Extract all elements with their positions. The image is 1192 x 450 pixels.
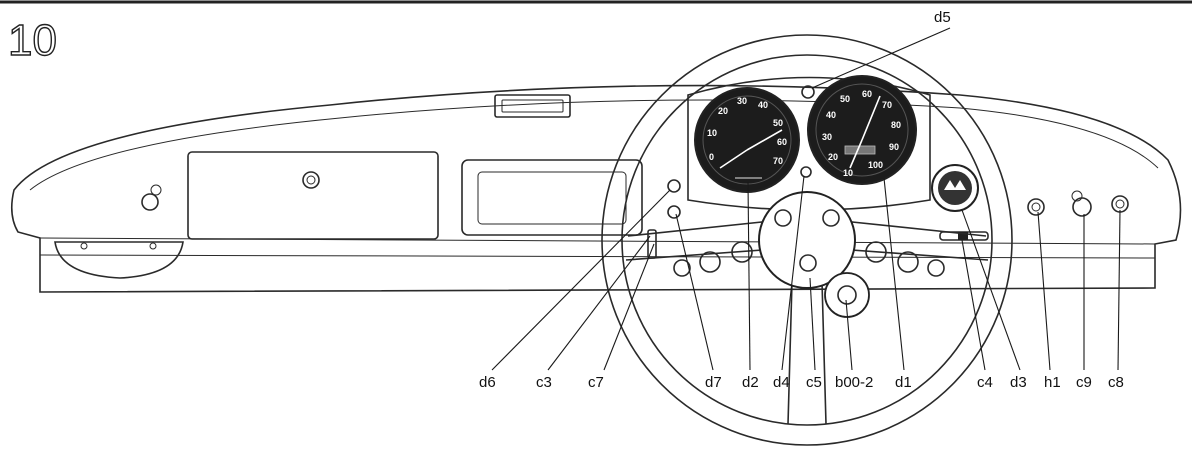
label-d3: d3 (1010, 374, 1027, 391)
left-knob-inner (150, 184, 162, 196)
leader-h1 (1037, 211, 1051, 371)
speedo-needle (861, 95, 881, 141)
dashboard-upper-edge (29, 99, 1159, 191)
speedometer: 10 20 30 40 50 60 70 80 90 100 (807, 75, 917, 185)
defroster-vent (494, 94, 571, 118)
warning-lamp-d5 (801, 85, 815, 99)
speedo-mark-30: 30 (822, 132, 832, 142)
tacho-mark-0: 0 (709, 152, 714, 162)
warning-lamp-d6 (667, 179, 681, 193)
label-c8: c8 (1108, 374, 1124, 391)
label-d4: d4 (773, 374, 790, 391)
tacho-needle-tail (719, 149, 748, 169)
switch-c9-top (1071, 190, 1083, 202)
tacho-mark-20: 20 (718, 106, 728, 116)
button-left-1 (673, 259, 691, 277)
button-right-2 (897, 251, 919, 273)
leader-c7 (603, 243, 655, 371)
leader-d5 (811, 27, 951, 89)
tacho-mark-70: 70 (773, 156, 783, 166)
tray-screw-left (80, 242, 88, 250)
button-left-2 (699, 251, 721, 273)
label-h1: h1 (1044, 374, 1061, 391)
leader-c4 (961, 239, 986, 371)
label-c4: c4 (977, 374, 993, 391)
figure-number: 10 (8, 16, 57, 65)
leader-c5 (809, 277, 816, 371)
speedo-needle-tail (849, 139, 863, 169)
switch-h1-inner (1031, 202, 1041, 212)
label-d7: d7 (705, 374, 722, 391)
leader-d3 (961, 209, 1021, 371)
steering-wheel-rim-inner (621, 54, 993, 426)
glove-box-lock-core (306, 175, 316, 185)
glove-box-lock-icon (302, 171, 320, 189)
speedo-mark-50: 50 (840, 94, 850, 104)
leader-b00-2 (845, 299, 853, 371)
tacho-mark-30: 30 (737, 96, 747, 106)
leader-d7 (675, 213, 714, 371)
dashboard-lower-trim (39, 254, 1156, 259)
defroster-vent-inner (501, 99, 564, 113)
hub-dot-1 (774, 209, 792, 227)
leader-d1 (883, 177, 905, 371)
label-c3: c3 (536, 374, 552, 391)
steering-wheel-rim-outer (601, 34, 1013, 446)
hub-dot-2 (822, 209, 840, 227)
dashboard-outline (10, 84, 1182, 293)
slider-c4-knob (958, 232, 968, 240)
label-d1: d1 (895, 374, 912, 391)
leader-d4 (781, 175, 805, 371)
tacho-needle (746, 129, 783, 151)
speedo-mark-10: 10 (843, 168, 853, 178)
leader-d2 (747, 181, 751, 371)
speedo-mark-80: 80 (891, 120, 901, 130)
spoke-right (851, 221, 989, 261)
warning-lamp-d7 (667, 205, 681, 219)
switch-c8-inner (1115, 199, 1125, 209)
speedo-mark-40: 40 (826, 110, 836, 120)
leader-c3 (547, 235, 651, 371)
ignition-lock-core (837, 285, 857, 305)
spoke-bottom (787, 281, 827, 425)
steering-hub (758, 191, 856, 289)
instrument-pod (687, 76, 931, 211)
tacho-mark-10: 10 (707, 128, 717, 138)
tacho-mark-40: 40 (758, 100, 768, 110)
label-c7: c7 (588, 374, 604, 391)
label-d2: d2 (742, 374, 759, 391)
glove-box (187, 151, 439, 240)
leader-c8 (1117, 209, 1121, 371)
speedo-odometer (844, 145, 876, 155)
label-d6: d6 (479, 374, 496, 391)
tacho-mark-50: 50 (773, 118, 783, 128)
label-b00-2: b00-2 (835, 374, 873, 391)
radio-panel-inner (477, 171, 627, 225)
switch-c8 (1111, 195, 1129, 213)
label-c5: c5 (806, 374, 822, 391)
speedo-mark-20: 20 (828, 152, 838, 162)
lower-left-tray (54, 241, 184, 279)
emblem-icon (944, 180, 966, 190)
radio-panel (461, 159, 643, 236)
label-d5: d5 (934, 9, 951, 26)
speedo-mark-60: 60 (862, 89, 872, 99)
tachometer: 0 10 20 30 40 50 60 70 (694, 87, 800, 193)
button-right-3 (927, 259, 945, 277)
tray-screw-right (149, 242, 157, 250)
hub-dot-3 (799, 254, 817, 272)
speedo-mark-90: 90 (889, 142, 899, 152)
switch-h1 (1027, 198, 1045, 216)
speedo-mark-100: 100 (868, 160, 883, 170)
warning-lamp-d4 (800, 166, 812, 178)
left-knob-icon (141, 193, 159, 211)
label-c9: c9 (1076, 374, 1092, 391)
tacho-mark-60: 60 (777, 137, 787, 147)
leader-d6 (491, 189, 671, 371)
speedo-mark-70: 70 (882, 100, 892, 110)
